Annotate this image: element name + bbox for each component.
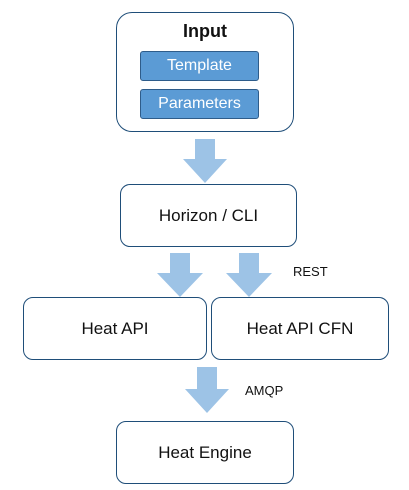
heat-engine-box: Heat Engine [116, 421, 294, 484]
arrow-horizon-to-heat-api-icon [157, 253, 203, 297]
input-box: Input Template Parameters [116, 12, 294, 132]
arrow-api-to-engine-icon [185, 367, 229, 413]
parameters-pill: Parameters [140, 89, 259, 119]
heat-api-cfn-box: Heat API CFN [211, 297, 389, 360]
amqp-label: AMQP [245, 383, 284, 398]
heat-api-box: Heat API [23, 297, 207, 360]
arrow-horizon-to-heat-api-cfn-icon [226, 253, 272, 297]
horizon-cli-box: Horizon / CLI [120, 184, 297, 247]
input-title: Input [183, 21, 227, 41]
rest-label: REST [293, 264, 328, 279]
arrow-input-to-horizon-icon [183, 139, 227, 183]
template-pill: Template [140, 51, 259, 81]
